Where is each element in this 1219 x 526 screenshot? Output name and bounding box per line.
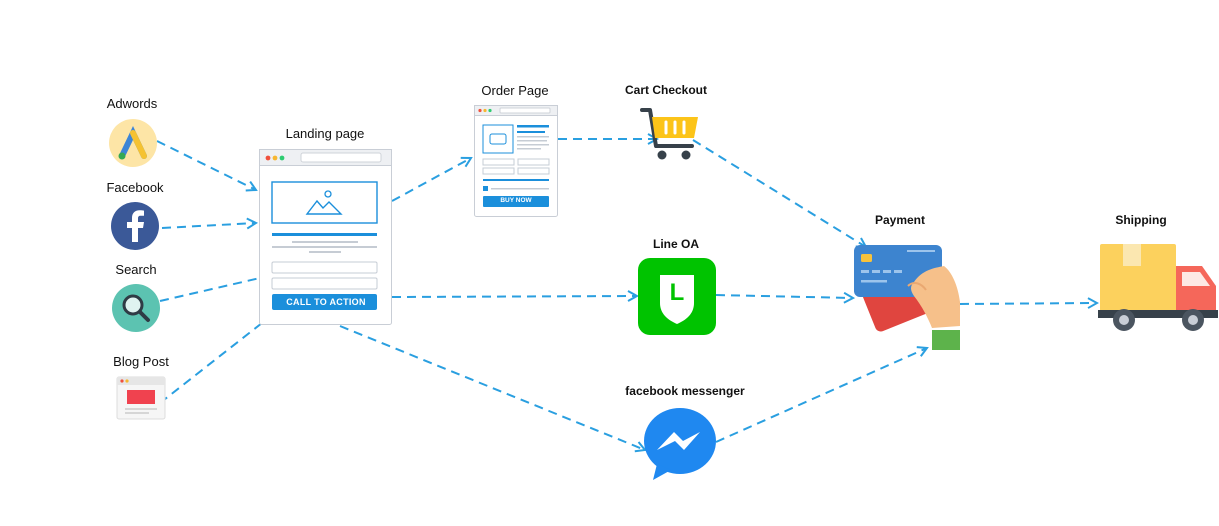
cart-icon [640, 108, 698, 160]
line-oa-letter: L [669, 279, 685, 306]
arrow-payment-shipping [959, 303, 1097, 304]
search-label: Search [115, 262, 157, 277]
arrow-landing-order [391, 158, 471, 202]
arrow-landing-messenger [339, 325, 645, 450]
call-to-action-button: CALL TO ACTION [286, 297, 366, 307]
arrow-cart-payment [692, 139, 866, 247]
adwords-icon [109, 119, 157, 167]
buy-now-button: BUY NOW [500, 197, 532, 204]
shipping-truck-icon [1098, 244, 1218, 331]
blog-post-label: Blog Post [113, 354, 169, 369]
landing-page-mockup [259, 149, 392, 325]
arrow-landing-line [391, 296, 637, 297]
payment-label: Payment [874, 213, 926, 227]
adwords-label: Adwords [106, 96, 158, 111]
order-page-label: Order Page [481, 83, 549, 98]
line-oa-icon [638, 258, 716, 335]
shipping-label: Shipping [1115, 213, 1167, 227]
facebook-label: Facebook [106, 180, 164, 195]
search-icon [112, 284, 160, 332]
line-search-landing [159, 277, 261, 302]
line-oa-label: Line OA [652, 237, 700, 251]
arrow-messenger-payment [715, 348, 927, 443]
messenger-icon [644, 408, 716, 480]
facebook-icon [111, 202, 159, 250]
landing-page-label: Landing page [285, 126, 365, 141]
arrow-facebook-landing [161, 223, 256, 228]
payment-icon [854, 245, 960, 350]
blog-post-icon [116, 376, 166, 420]
order-page-mockup [474, 105, 558, 217]
cart-checkout-label: Cart Checkout [624, 83, 708, 97]
line-blog-landing [159, 322, 263, 404]
arrow-adwords-landing [156, 140, 256, 190]
arrow-line-payment [715, 295, 853, 298]
messenger-label: facebook messenger [625, 384, 745, 398]
